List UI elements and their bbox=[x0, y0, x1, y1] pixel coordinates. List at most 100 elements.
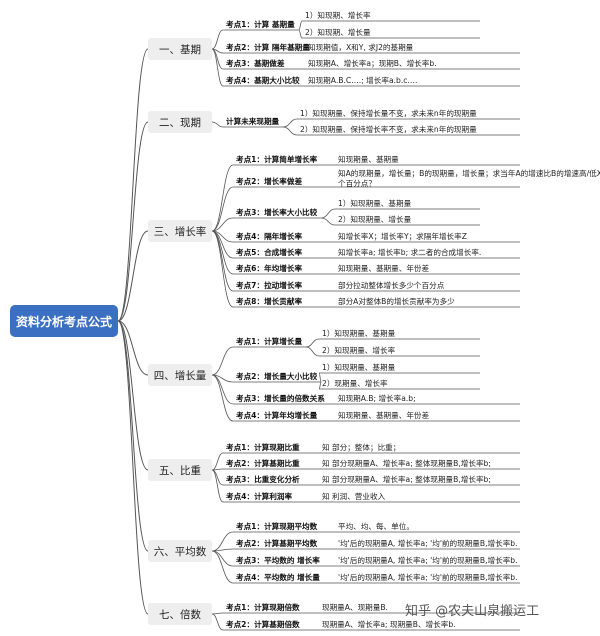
point-label: 考点2：增长率做差 bbox=[236, 177, 303, 186]
root-node: 资料分析考点公式 bbox=[10, 305, 118, 337]
point-label: 考点4：平均数的 增长量 bbox=[236, 573, 320, 582]
section-to-point-connector bbox=[211, 217, 234, 232]
section-to-point-connector bbox=[211, 29, 224, 50]
sub-item: 2）知现期量、保持增长率不变，求未来n年的现期量 bbox=[300, 125, 477, 134]
point-description: 知 部分现期量A、增长率a; 整体现期量B,增长率b; bbox=[322, 475, 491, 484]
point-description: 现期量A、增长率a; 现期量B、增长率b. bbox=[322, 620, 456, 629]
sub-item: 2）知现期量、增长量 bbox=[338, 215, 412, 224]
point-description: 知现期量、基期量、年份差 bbox=[338, 411, 430, 420]
section-to-point-connector bbox=[211, 48, 224, 87]
section-to-point-connector bbox=[211, 550, 234, 584]
point-label: 考点3：增长量的倍数关系 bbox=[236, 394, 325, 403]
point-description: 知 利润、营业收入 bbox=[322, 492, 386, 501]
section-to-point-connector bbox=[211, 469, 224, 503]
root-to-section-connector bbox=[117, 230, 149, 322]
point-label: 考点3：比重变化分析 bbox=[226, 475, 300, 484]
watermark: 知乎 @农夫山泉搬运工 bbox=[405, 604, 540, 619]
sub-connector bbox=[283, 126, 520, 136]
sub-connector bbox=[318, 381, 480, 390]
root-to-section-connector bbox=[117, 320, 149, 615]
point-label: 考点1：计算现期平均数 bbox=[236, 522, 318, 531]
point-description: 知 部分现期量A、增长率a; 整体现期量B,增长率b; bbox=[322, 459, 491, 468]
point-description: 知 部分；整体；比重； bbox=[322, 443, 401, 452]
point-label: 考点3：基期做差 bbox=[226, 59, 285, 68]
point-label: 考点1：计算简单增长率 bbox=[236, 155, 318, 164]
root-to-section-connector bbox=[117, 121, 149, 322]
sub-item: 2）知现期量、增长率 bbox=[322, 346, 396, 355]
sub-connector bbox=[283, 118, 520, 128]
point-label: 考点2：计算 隔年基期量 bbox=[226, 43, 310, 52]
point-description: '均'后的现期量A, 增长率a; '均'前的现期量B,增长率b. bbox=[338, 573, 518, 582]
point-description: 部分A对整体B的增长贡献率为多少 bbox=[338, 297, 455, 306]
section-to-point-connector bbox=[211, 550, 234, 567]
section-to-point-connector bbox=[211, 469, 224, 486]
section-node: 五、比重 bbox=[148, 459, 212, 481]
sub-connector bbox=[321, 217, 480, 226]
point-label: 考点2：计算基期平均数 bbox=[236, 539, 318, 548]
point-label: 考点1：计算 基期量 bbox=[226, 20, 295, 29]
point-label: 考点1：计算现期比重 bbox=[226, 443, 300, 452]
sub-item: 2）知现期、增长量 bbox=[305, 28, 371, 37]
point-label: 考点6：年均增长率 bbox=[236, 264, 303, 273]
sub-item: 1）知现期量、保持增长量不变，求未来n年的现期量 bbox=[300, 109, 477, 118]
point-description: 现期量A、现期量B. bbox=[322, 603, 388, 612]
sub-item: 1）知现期、增长率 bbox=[305, 11, 371, 20]
point-description: '均'后的现期量A, 增长率a; '均'前的现期量B,增长率b. bbox=[338, 539, 518, 548]
point-label: 考点3：增长率大小比较 bbox=[236, 208, 318, 217]
sub-item: 1）知现期量、基期量 bbox=[338, 199, 412, 208]
point-description: 知现期A.B.C….; 增长率a.b.c…. bbox=[308, 76, 418, 85]
sub-connector bbox=[298, 20, 480, 31]
sub-item: 2）现期量、增长率 bbox=[322, 379, 388, 388]
point-label: 考点1：计算增长量 bbox=[236, 337, 303, 346]
section-to-point-connector bbox=[211, 346, 234, 376]
section-to-point-connector bbox=[211, 186, 234, 232]
point-description: '均'后的现期量A, 增长率a; '均'前的现期量B,增长率b. bbox=[338, 556, 518, 565]
sub-item: 1）知现期量、基期量 bbox=[322, 363, 396, 372]
sub-connector bbox=[305, 346, 480, 357]
point-description: 知现期量、基期量 bbox=[338, 155, 399, 164]
section-to-point-connector bbox=[211, 230, 234, 308]
point-description: 知增长率X；增长率Y；求隔年增长率Z bbox=[338, 232, 467, 241]
point-label: 考点4：隔年增长率 bbox=[236, 232, 303, 241]
point-description: 部分拉动整体增长多少个百分点 bbox=[338, 281, 445, 290]
section-to-point-connector bbox=[211, 230, 234, 292]
sub-connector bbox=[321, 208, 480, 219]
point-description: 知A的现期量，增长量；B的现期量，增长量；求当年A的增速比B的增速高/低XX个百… bbox=[338, 169, 600, 188]
root-to-section-connector bbox=[117, 320, 149, 552]
point-label: 考点7：拉动增长率 bbox=[236, 281, 303, 290]
section-to-point-connector bbox=[211, 374, 234, 422]
point-label: 考点4：基期大小比较 bbox=[226, 76, 300, 85]
section-to-point-connector bbox=[211, 613, 224, 631]
section-node: 四、增长量 bbox=[148, 364, 212, 386]
point-label: 考点2：计算基期倍数 bbox=[226, 620, 300, 629]
point-label: 考点4：计算年均增长量 bbox=[236, 411, 318, 420]
point-description: 知现期A.B; 增长率a.b; bbox=[338, 394, 416, 403]
point-label: 考点5：合成增长率 bbox=[236, 248, 303, 257]
root-to-section-connector bbox=[117, 320, 149, 376]
point-description: 知增长率a; 增长率b; 求二者的合成增长率. bbox=[338, 248, 482, 257]
sub-connector bbox=[318, 372, 480, 383]
root-to-section-connector bbox=[117, 48, 149, 322]
root-to-section-connector bbox=[117, 320, 149, 471]
point-description: 知现期量、基期量、年份差 bbox=[338, 264, 430, 273]
point-label: 考点4：计算利润率 bbox=[226, 492, 293, 501]
section-node: 二、现期 bbox=[148, 111, 212, 133]
sub-connector bbox=[306, 338, 480, 348]
point-description: 知现期A、增长率a；现期B、增长率b. bbox=[308, 59, 437, 68]
section-node: 七、倍数 bbox=[148, 603, 212, 625]
sub-item: 1）知现期量、基期量 bbox=[322, 329, 396, 338]
section-to-point-connector bbox=[211, 121, 224, 128]
point-label: 考点8：增长贡献率 bbox=[236, 297, 303, 306]
point-label: 考点2：计算基期比重 bbox=[226, 459, 300, 468]
section-to-point-connector bbox=[211, 531, 234, 552]
point-label: 考点3：平均数的 增长率 bbox=[236, 556, 320, 565]
section-to-point-connector bbox=[211, 164, 234, 232]
point-label: 考点1：计算现期倍数 bbox=[226, 603, 300, 612]
section-node: 一、基期 bbox=[148, 38, 212, 60]
point-description: 平均、均、每、单位。 bbox=[338, 522, 414, 531]
point-label: 考点2：增长量大小比较 bbox=[236, 372, 318, 381]
point-label: 计算未来现期量 bbox=[226, 117, 280, 126]
section-to-point-connector bbox=[211, 452, 224, 471]
sub-connector bbox=[298, 29, 480, 39]
section-node: 三、增长率 bbox=[148, 220, 212, 242]
